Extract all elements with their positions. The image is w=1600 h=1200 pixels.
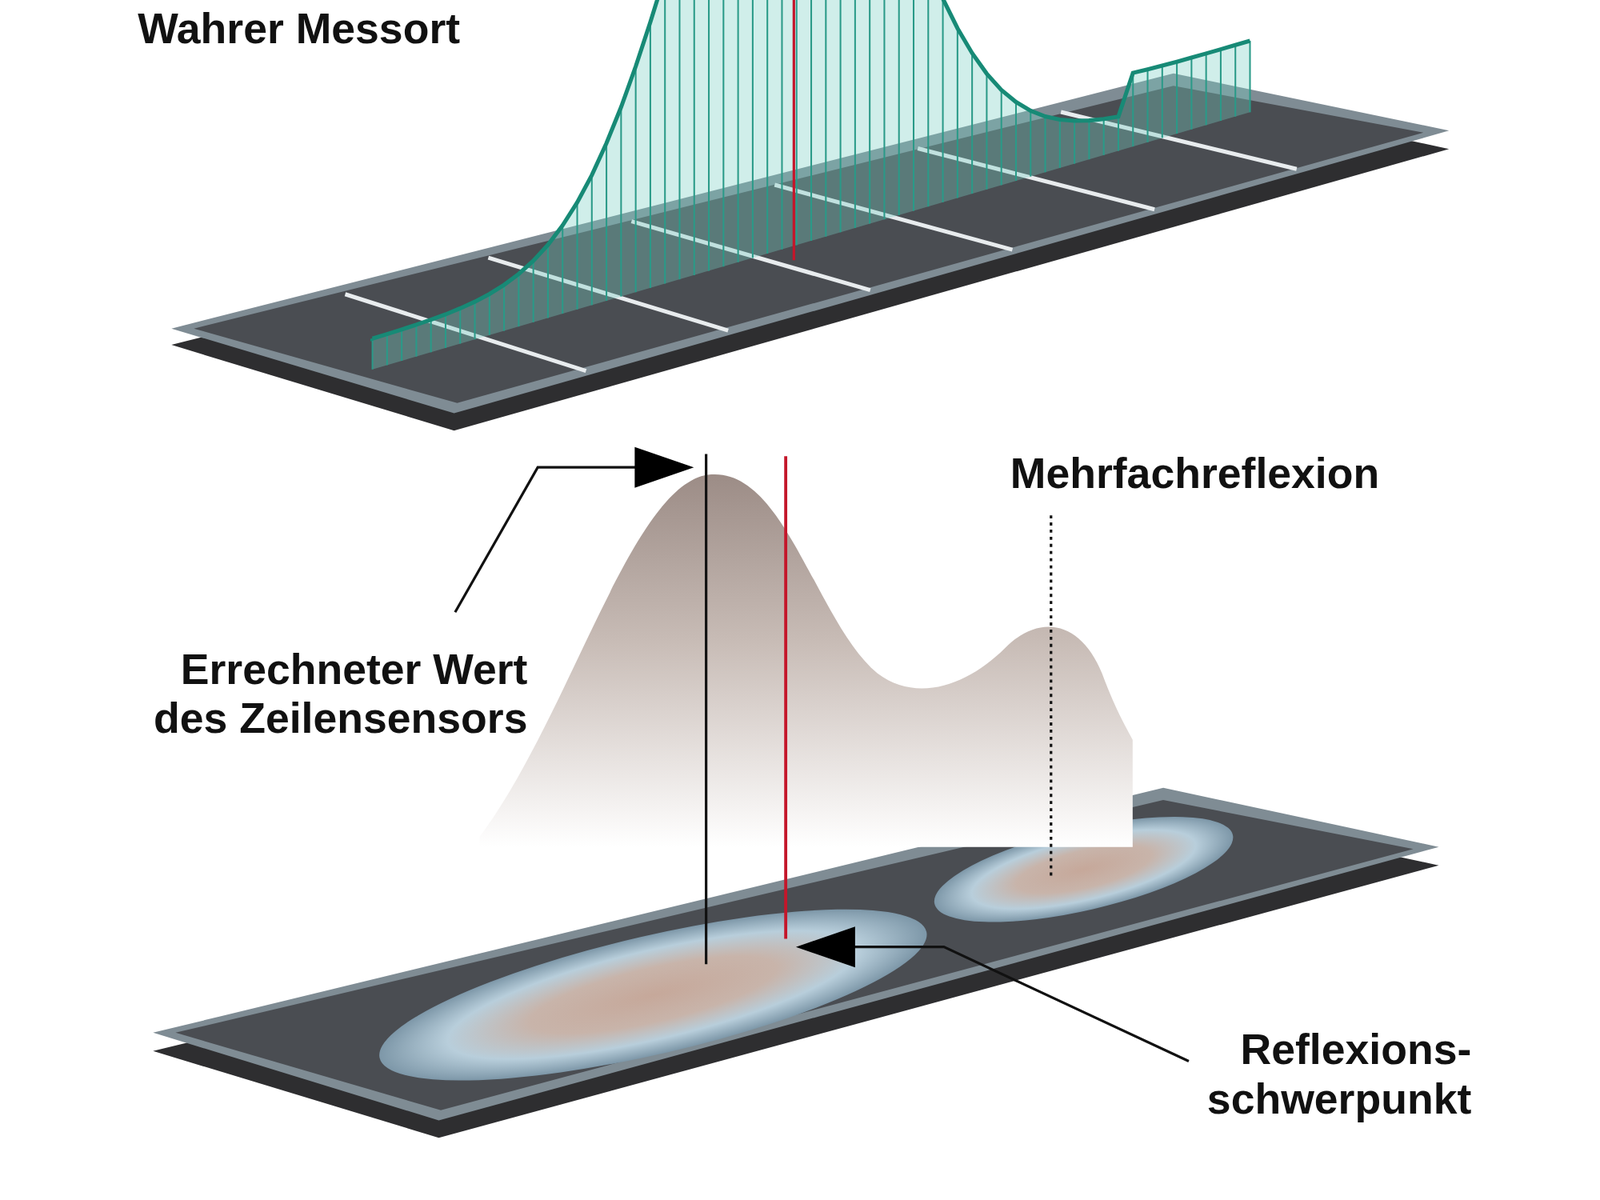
sample-stroke bbox=[737, 0, 740, 263]
sample-stroke bbox=[503, 284, 505, 331]
sample-stroke bbox=[1132, 72, 1134, 147]
sample-stroke bbox=[678, 0, 680, 280]
sample-stroke bbox=[898, 0, 900, 216]
sample-stroke bbox=[635, 66, 637, 292]
arrowhead bbox=[796, 926, 856, 968]
sample-stroke bbox=[854, 0, 856, 228]
sample-stroke bbox=[766, 0, 768, 254]
sample-stroke bbox=[517, 273, 520, 327]
sample-stroke bbox=[985, 73, 988, 190]
reflection-leader bbox=[1049, 515, 1052, 878]
leader-line bbox=[847, 947, 1189, 1062]
intensity-profile bbox=[372, 0, 1251, 370]
sample-stroke bbox=[1044, 116, 1047, 172]
sample-stroke bbox=[810, 0, 812, 241]
arrowhead bbox=[634, 447, 694, 488]
sample-stroke bbox=[752, 0, 754, 258]
sample-stroke bbox=[1088, 120, 1090, 160]
sample-stroke bbox=[693, 0, 696, 276]
true-position-line bbox=[792, 0, 796, 260]
sample-stroke bbox=[532, 260, 535, 323]
sample-stroke bbox=[605, 143, 608, 301]
sample-stroke bbox=[1000, 89, 1003, 185]
sample-stroke bbox=[1161, 65, 1164, 138]
sample-stroke bbox=[459, 308, 461, 344]
sample-stroke bbox=[883, 0, 885, 220]
computed-line bbox=[704, 454, 708, 965]
sample-stroke bbox=[956, 28, 959, 198]
sample-stroke bbox=[372, 338, 374, 370]
sample-stroke bbox=[1205, 53, 1208, 126]
label-multiple-reflection: Mehrfachreflexion bbox=[1010, 448, 1480, 498]
sample-stroke bbox=[1220, 49, 1222, 121]
sample-stroke bbox=[1234, 44, 1236, 116]
sample-stroke bbox=[1029, 110, 1032, 176]
sample-stroke bbox=[868, 0, 871, 224]
sample-stroke bbox=[1248, 40, 1251, 112]
sample-stroke bbox=[547, 244, 549, 318]
sample-stroke bbox=[1176, 61, 1178, 134]
sample-stroke bbox=[664, 0, 666, 284]
profile-area bbox=[372, 0, 1251, 370]
sample-stroke bbox=[561, 225, 564, 314]
sample-stroke bbox=[1059, 119, 1061, 168]
sample-stroke bbox=[1073, 120, 1076, 164]
sample-stroke bbox=[1117, 116, 1120, 152]
sample-stroke bbox=[415, 324, 417, 357]
leader-line bbox=[455, 467, 644, 612]
sample-stroke bbox=[1147, 69, 1149, 143]
label-computed-value: Errechneter Wert des Zeilensensors bbox=[152, 644, 528, 743]
sample-stroke bbox=[942, 0, 944, 203]
sample-stroke bbox=[620, 107, 622, 297]
sample-stroke bbox=[488, 293, 491, 335]
measured-profile bbox=[479, 474, 1132, 848]
sample-stroke bbox=[708, 0, 710, 272]
label-centroid: Reflexions- schwerpunkt bbox=[1102, 1025, 1472, 1124]
sample-stroke bbox=[927, 0, 929, 207]
sample-stroke bbox=[576, 202, 578, 310]
sample-stroke bbox=[1190, 57, 1192, 130]
sample-stroke bbox=[971, 52, 973, 194]
sample-stroke bbox=[386, 334, 388, 366]
sample-stroke bbox=[722, 0, 724, 267]
label-true-position: Wahrer Messort bbox=[137, 4, 546, 53]
sample-stroke bbox=[649, 22, 652, 288]
sample-stroke bbox=[824, 0, 827, 237]
sample-stroke bbox=[430, 320, 432, 353]
sample-stroke bbox=[591, 175, 593, 306]
sample-stroke bbox=[1015, 102, 1017, 181]
sample-stroke bbox=[444, 314, 447, 348]
sample-stroke bbox=[780, 0, 783, 250]
profile-curve bbox=[372, 0, 1251, 339]
sample-stroke bbox=[474, 301, 476, 340]
sample-stroke bbox=[840, 0, 842, 232]
centroid-line bbox=[784, 456, 788, 939]
sample-stroke bbox=[400, 329, 403, 361]
sample-stroke bbox=[1103, 119, 1105, 156]
reflection-spot bbox=[366, 874, 940, 1116]
sample-stroke bbox=[796, 0, 798, 245]
sample-stroke bbox=[912, 0, 915, 212]
